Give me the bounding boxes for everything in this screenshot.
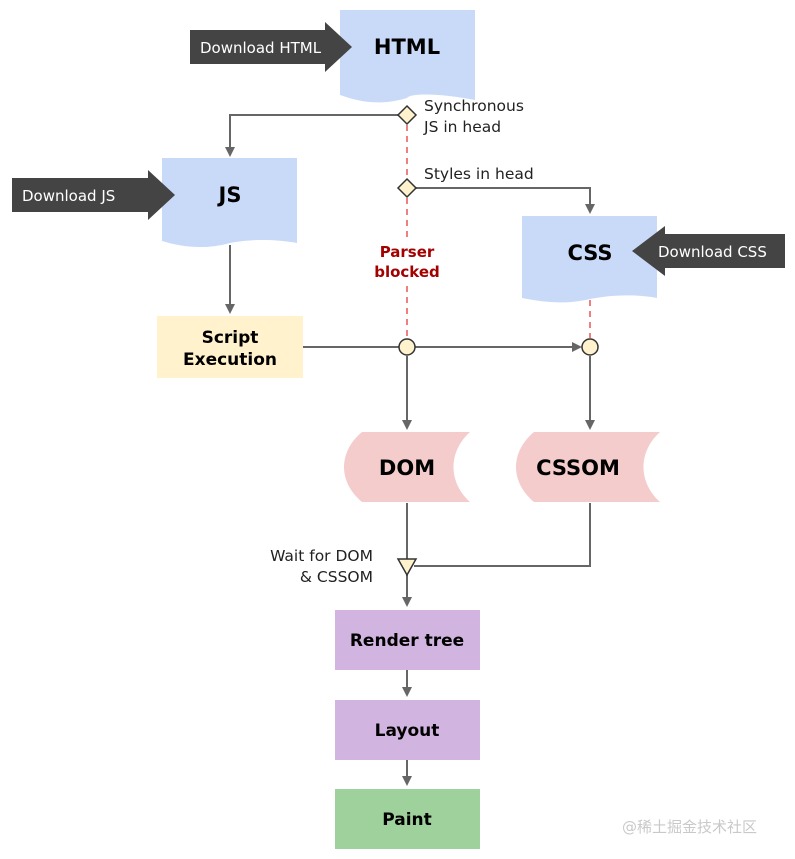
js-node-label: JS [217, 183, 242, 207]
download-js-arrow: Download JS [12, 170, 175, 220]
download-html-label: Download HTML [200, 39, 322, 57]
wait-annotation-line2: & CSSOM [300, 568, 373, 586]
parser-blocked-label-line2: blocked [374, 263, 440, 281]
styles-to-css-connector [407, 187, 595, 214]
cssom-tree-shape [516, 432, 660, 502]
dom-node-label: DOM [379, 456, 435, 480]
css-document-shape [522, 216, 657, 303]
dom-tree-shape [344, 432, 470, 502]
sync-js-diamond [396, 104, 418, 126]
paint-box [335, 789, 480, 849]
paint-node: Paint [335, 789, 480, 849]
download-js-label: Download JS [22, 187, 115, 205]
junctions [396, 104, 599, 577]
download-js-arrow-shape [12, 170, 175, 220]
download-css-arrow: Download CSS [632, 226, 785, 276]
script-execution-label-line2: Execution [183, 350, 277, 370]
download-html-arrow-shape [190, 22, 352, 72]
script-execution-box [157, 316, 303, 378]
html-node: HTML [340, 10, 475, 103]
cssom-node: CSSOM [516, 432, 660, 502]
js-node: JS [162, 158, 297, 248]
css-node: CSS [522, 216, 657, 303]
render-tree-node: Render tree [335, 610, 480, 670]
paint-label: Paint [382, 810, 432, 830]
connectors [225, 114, 595, 786]
render-tree-label: Render tree [350, 631, 464, 651]
download-html-arrow: Download HTML [190, 22, 352, 72]
html-document-shape [340, 10, 475, 103]
render-tree-box [335, 610, 480, 670]
parser-blocked-label-background [370, 238, 446, 284]
wait-triangle [396, 558, 418, 577]
cssom-merge-junction [581, 338, 599, 356]
script-execution-node: Script Execution [157, 316, 303, 378]
script-execution-label-line1: Script [202, 328, 259, 348]
cssom-to-wait [414, 503, 591, 567]
layout-label: Layout [375, 721, 440, 741]
styles-in-head-annotation: Styles in head [424, 165, 534, 183]
html-node-label: HTML [374, 35, 440, 59]
layout-box [335, 700, 480, 760]
cssom-node-label: CSSOM [536, 456, 620, 480]
dom-node: DOM [344, 432, 470, 502]
html-to-js-connector [225, 114, 407, 157]
sync-js-annotation-line1: Synchronous [424, 97, 524, 115]
download-css-arrow-shape [632, 226, 785, 276]
download-css-label: Download CSS [658, 243, 767, 261]
watermark: @稀土掘金技术社区 [622, 818, 757, 836]
css-node-label: CSS [567, 241, 612, 265]
js-document-shape [162, 158, 297, 248]
layout-node: Layout [335, 700, 480, 760]
dom-merge-junction [398, 338, 416, 356]
parser-blocked-label-line1: Parser [380, 243, 435, 261]
styles-diamond [396, 177, 418, 199]
wait-annotation-line1: Wait for DOM [270, 547, 373, 565]
sync-js-annotation-line2: JS in head [423, 118, 501, 136]
